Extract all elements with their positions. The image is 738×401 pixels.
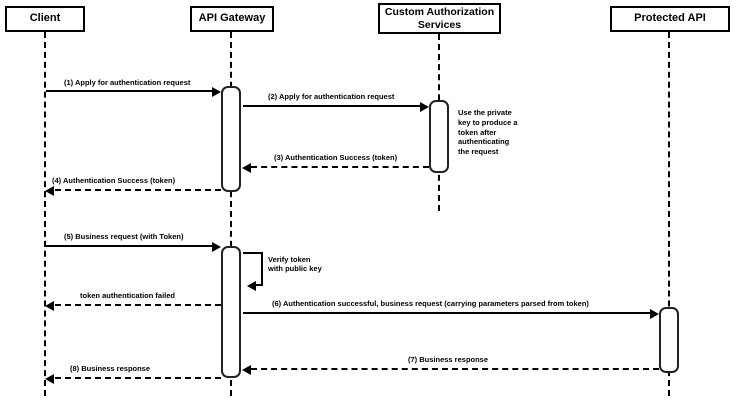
lifeline-api-gateway (230, 32, 232, 396)
participant-label-client: Client (29, 12, 61, 25)
message-3-line (251, 166, 429, 168)
message-6-arrowhead-icon (650, 309, 659, 319)
participant-box-client: Client (5, 6, 85, 32)
message-4-line (55, 189, 221, 191)
self-message-side-line (261, 252, 263, 285)
activation-custom-authorization-services (429, 100, 449, 173)
message-8-arrowhead-icon (45, 374, 54, 384)
message-token-failed-arrowhead-icon (45, 301, 54, 311)
participant-box-custom-authorization-services: Custom Authorization Services (378, 3, 501, 34)
lifeline-client (44, 32, 46, 396)
message-4-label: (4) Authentication Success (token) (52, 176, 176, 185)
message-3-arrowhead-icon (242, 163, 251, 173)
message-8-line (55, 377, 221, 379)
message-1-arrowhead-icon (212, 87, 221, 97)
message-6-line (243, 312, 650, 314)
message-1-label: (1) Apply for authentication request (64, 78, 191, 87)
message-4-arrowhead-icon (45, 186, 54, 196)
message-5-line (46, 245, 212, 247)
message-7-line (251, 368, 659, 370)
message-1-line (46, 90, 212, 92)
message-2-arrowhead-icon (420, 102, 429, 112)
message-6-label: (6) Authentication successful, business … (272, 299, 589, 308)
message-token-failed-label: token authentication failed (80, 291, 176, 300)
message-5-arrowhead-icon (212, 242, 221, 252)
message-5-label: (5) Business request (with Token) (64, 232, 184, 241)
participant-label-api-gateway: API Gateway (198, 12, 266, 25)
participant-box-protected-api: Protected API (610, 6, 730, 32)
activation-protected-api (659, 307, 679, 373)
message-2-label: (2) Apply for authentication request (268, 92, 395, 101)
message-3-label: (3) Authentication Success (token) (274, 153, 398, 162)
self-message-bottom-line (256, 284, 263, 286)
activation-api-gateway-auth (221, 86, 241, 192)
participant-label-custom-authorization-services: Custom Authorization Services (384, 5, 495, 31)
message-token-failed-line (55, 304, 221, 306)
participant-label-protected-api: Protected API (634, 12, 706, 25)
self-message-label: Verify token with public key (268, 255, 322, 274)
message-2-line (243, 105, 420, 107)
note-private-key: Use the private key to produce a token a… (458, 108, 518, 156)
lifeline-protected-api (668, 32, 670, 396)
message-8-label: (8) Business response (70, 364, 151, 373)
message-7-arrowhead-icon (242, 365, 251, 375)
message-7-label: (7) Business response (408, 355, 489, 364)
activation-api-gateway-business (221, 246, 241, 378)
self-message-top-line (243, 252, 263, 254)
self-message-arrowhead-icon (247, 281, 256, 291)
participant-box-api-gateway: API Gateway (190, 6, 274, 32)
